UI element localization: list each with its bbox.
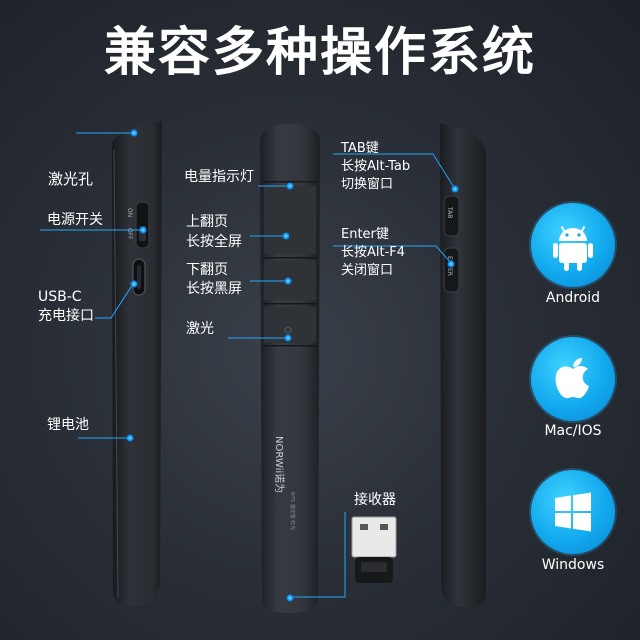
usb-receiver xyxy=(351,516,397,583)
tab-key-label: TAB xyxy=(446,206,453,218)
windows-icon xyxy=(555,492,591,532)
page-up-label-line2: 长按全屏 xyxy=(186,234,242,250)
windows-badge xyxy=(531,470,615,554)
page-down-label-line2: 长按黑屏 xyxy=(186,281,242,297)
windows-label: Windows xyxy=(541,557,605,573)
indicator-label: 电量指示灯 xyxy=(184,169,254,185)
enter-key-desc-line2: 关闭窗口 xyxy=(341,263,394,278)
right-pen-side xyxy=(440,123,486,607)
switch-off-label: OFF xyxy=(126,228,133,240)
tab-key xyxy=(443,195,460,237)
android-label: Android xyxy=(545,290,601,306)
mac-ios-label: Mac/IOS xyxy=(544,423,602,439)
usb-c-label-line2: 充电接口 xyxy=(38,308,94,324)
power-switch-label: 电源开关 xyxy=(47,212,103,228)
callout-dots xyxy=(126,129,459,602)
apple-icon xyxy=(555,358,589,399)
tab-key-title: TAB键 xyxy=(341,141,379,156)
page-up-button xyxy=(264,186,316,254)
laser-button xyxy=(264,307,316,343)
android-icon xyxy=(553,226,593,271)
apple-badge xyxy=(531,337,615,421)
battery-label: 锂电池 xyxy=(47,417,89,433)
tab-key-desc-line2: 切换窗口 xyxy=(341,177,394,192)
android-badge xyxy=(531,203,615,287)
laser-label: 激光 xyxy=(186,321,214,337)
tab-key-desc-line1: 长按Alt-Tab xyxy=(341,159,411,174)
usb-c-label-line1: USB-C xyxy=(38,289,82,305)
receiver-label: 接收器 xyxy=(354,492,396,508)
page-up-label-line1: 上翻页 xyxy=(186,214,228,230)
power-switch xyxy=(135,201,150,249)
left-pen-side xyxy=(112,121,162,606)
switch-on-label: ON xyxy=(126,208,133,217)
page-down-label-line1: 下翻页 xyxy=(186,262,228,278)
enter-key-desc-line1: 长按Alt-F4 xyxy=(341,245,406,260)
callout-lines xyxy=(40,132,456,598)
laser-hole-label: 激光孔 xyxy=(48,170,94,188)
enter-key-title: Enter键 xyxy=(341,227,389,242)
model-label: N75 激光笔 红光 xyxy=(289,492,296,530)
brand-label: NORWii诺为 xyxy=(273,436,285,493)
page-title: 兼容多种操作系统 xyxy=(103,23,536,83)
